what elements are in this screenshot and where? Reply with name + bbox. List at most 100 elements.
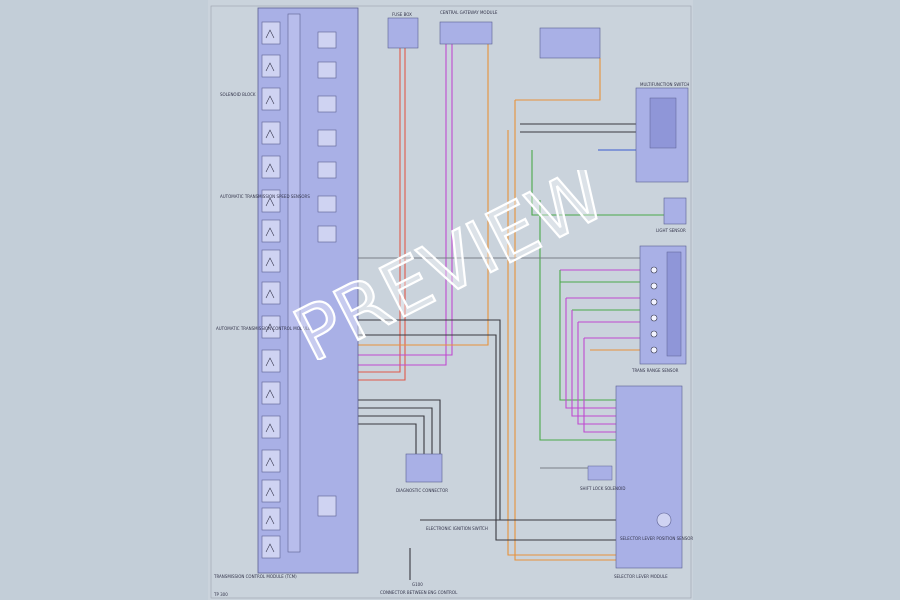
- selector-lever-label: SELECTOR LEVER POSITION SENSOR: [620, 536, 693, 541]
- module-label: AUTOMATIC TRANSMISSION CONTROL MODULE: [216, 326, 311, 331]
- wire-9: [531, 150, 680, 216]
- selector-lever-position-sensor: [656, 512, 672, 528]
- fuse-box-module: [539, 27, 601, 59]
- solenoid-symbol-10: [265, 323, 275, 333]
- light-sensor: [663, 197, 687, 225]
- solenoid-5: [261, 155, 281, 179]
- sensor-3: [317, 95, 337, 113]
- wire-2: [358, 48, 401, 373]
- solenoid-symbol-17: [265, 543, 275, 553]
- solenoid-symbol-11: [265, 357, 275, 367]
- wire-10: [539, 200, 616, 441]
- selector-module-label: SELECTOR LEVER MODULE: [614, 574, 668, 579]
- solenoid-2: [261, 54, 281, 78]
- selector-lever-module: [615, 385, 683, 569]
- solenoid-10: [261, 315, 281, 339]
- solenoid-7: [261, 219, 281, 243]
- fuse-relay-label: FUSE BOX: [392, 12, 412, 17]
- engine-ground-label: CONNECTOR BETWEEN ENG CONTROL: [380, 590, 458, 595]
- diag-connector-label: DIAGNOSTIC CONNECTOR: [396, 488, 448, 493]
- solenoid-12: [261, 381, 281, 405]
- fuse-relay: [387, 17, 419, 49]
- solenoid-symbol-7: [265, 227, 275, 237]
- solenoid-symbol-12: [265, 389, 275, 399]
- multifunction-switch-inner: [649, 97, 677, 149]
- speed-sensors-label: AUTOMATIC TRANSMISSION SPEED SENSORS: [220, 194, 310, 199]
- solenoid-11: [261, 349, 281, 373]
- range-sensor-label: TRANS RANGE SENSOR: [631, 368, 679, 373]
- solenoid-symbol-1: [265, 29, 275, 39]
- electronic-ignition-label: ELECTRONIC IGNITION SWITCH: [426, 526, 488, 531]
- sensor-6: [317, 195, 337, 213]
- wire-25: [577, 322, 616, 425]
- neutral-switch: [317, 495, 337, 517]
- solenoid-symbol-6: [265, 197, 275, 207]
- vehicle-electrical-system-module: [439, 21, 493, 45]
- solenoid-symbol-4: [265, 129, 275, 139]
- range-indicator-5: [650, 330, 658, 338]
- solenoid-block-label: SOLENOID BLOCK: [220, 92, 256, 97]
- solenoid-9: [261, 281, 281, 305]
- solenoid-symbol-5: [265, 163, 275, 173]
- wire-7: [514, 100, 616, 561]
- wire-32: [358, 334, 616, 541]
- wire-23: [565, 298, 616, 409]
- range-indicator-4: [650, 314, 658, 322]
- sensor-1: [317, 31, 337, 49]
- solenoid-15: [261, 479, 281, 503]
- solenoid-8: [261, 249, 281, 273]
- range-indicator-3: [650, 298, 658, 306]
- module-bus-connector: [287, 13, 301, 553]
- sensor-4: [317, 129, 337, 147]
- range-indicator-2: [650, 282, 658, 290]
- solenoid-4: [261, 121, 281, 145]
- wire-3: [358, 44, 447, 366]
- wire-8: [507, 130, 616, 556]
- solenoid-symbol-2: [265, 62, 275, 72]
- sensor-2: [317, 61, 337, 79]
- shift-lock-label: SHIFT LOCK SOLENOID: [580, 486, 625, 491]
- wire-26: [583, 338, 616, 433]
- wire-layer: [358, 44, 680, 580]
- range-indicator-group: [650, 266, 658, 354]
- wire-4: [358, 44, 453, 356]
- solenoid-symbol-14: [265, 457, 275, 467]
- wire-27: [358, 399, 441, 454]
- solenoid-symbol-9: [265, 289, 275, 299]
- wire-22: [559, 270, 616, 401]
- sensor-7: [317, 225, 337, 243]
- solenoid-1: [261, 21, 281, 45]
- solenoid-symbol-8: [265, 257, 275, 267]
- solenoid-group: [261, 21, 337, 559]
- solenoid-17: [261, 535, 281, 559]
- solenoid-6: [261, 189, 281, 213]
- solenoid-symbol-15: [265, 487, 275, 497]
- solenoid-symbol-16: [265, 515, 275, 525]
- tcm-footer-label: TRANSMISSION CONTROL MODULE (TCM): [213, 574, 297, 579]
- wire-30: [358, 423, 417, 454]
- sheet-border: [210, 5, 692, 599]
- solenoid-3: [261, 87, 281, 111]
- central-gateway-label: CENTRAL GATEWAY MODULE: [440, 10, 498, 15]
- sensor-5: [317, 161, 337, 179]
- solenoid-symbol-13: [265, 423, 275, 433]
- range-indicator-6: [650, 346, 658, 354]
- ground-label: G100: [412, 582, 423, 587]
- diagnostic-connector: [405, 453, 443, 483]
- wire-28: [358, 407, 433, 454]
- page-reference: TP 300: [213, 592, 228, 597]
- solenoid-13: [261, 415, 281, 439]
- range-indicator-1: [650, 266, 658, 274]
- multifunction-label: MULTIFUNCTION SWITCH: [640, 82, 689, 87]
- wire-24: [571, 310, 616, 417]
- trans-range-sensor-strip: [666, 251, 682, 357]
- wire-6: [515, 58, 601, 101]
- solenoid-symbol-3: [265, 95, 275, 105]
- solenoid-14: [261, 449, 281, 473]
- wire-5: [358, 44, 489, 346]
- wire-29: [358, 415, 425, 454]
- wire-1: [358, 48, 406, 381]
- light-sensor-label: LIGHT SENSOR: [656, 228, 686, 233]
